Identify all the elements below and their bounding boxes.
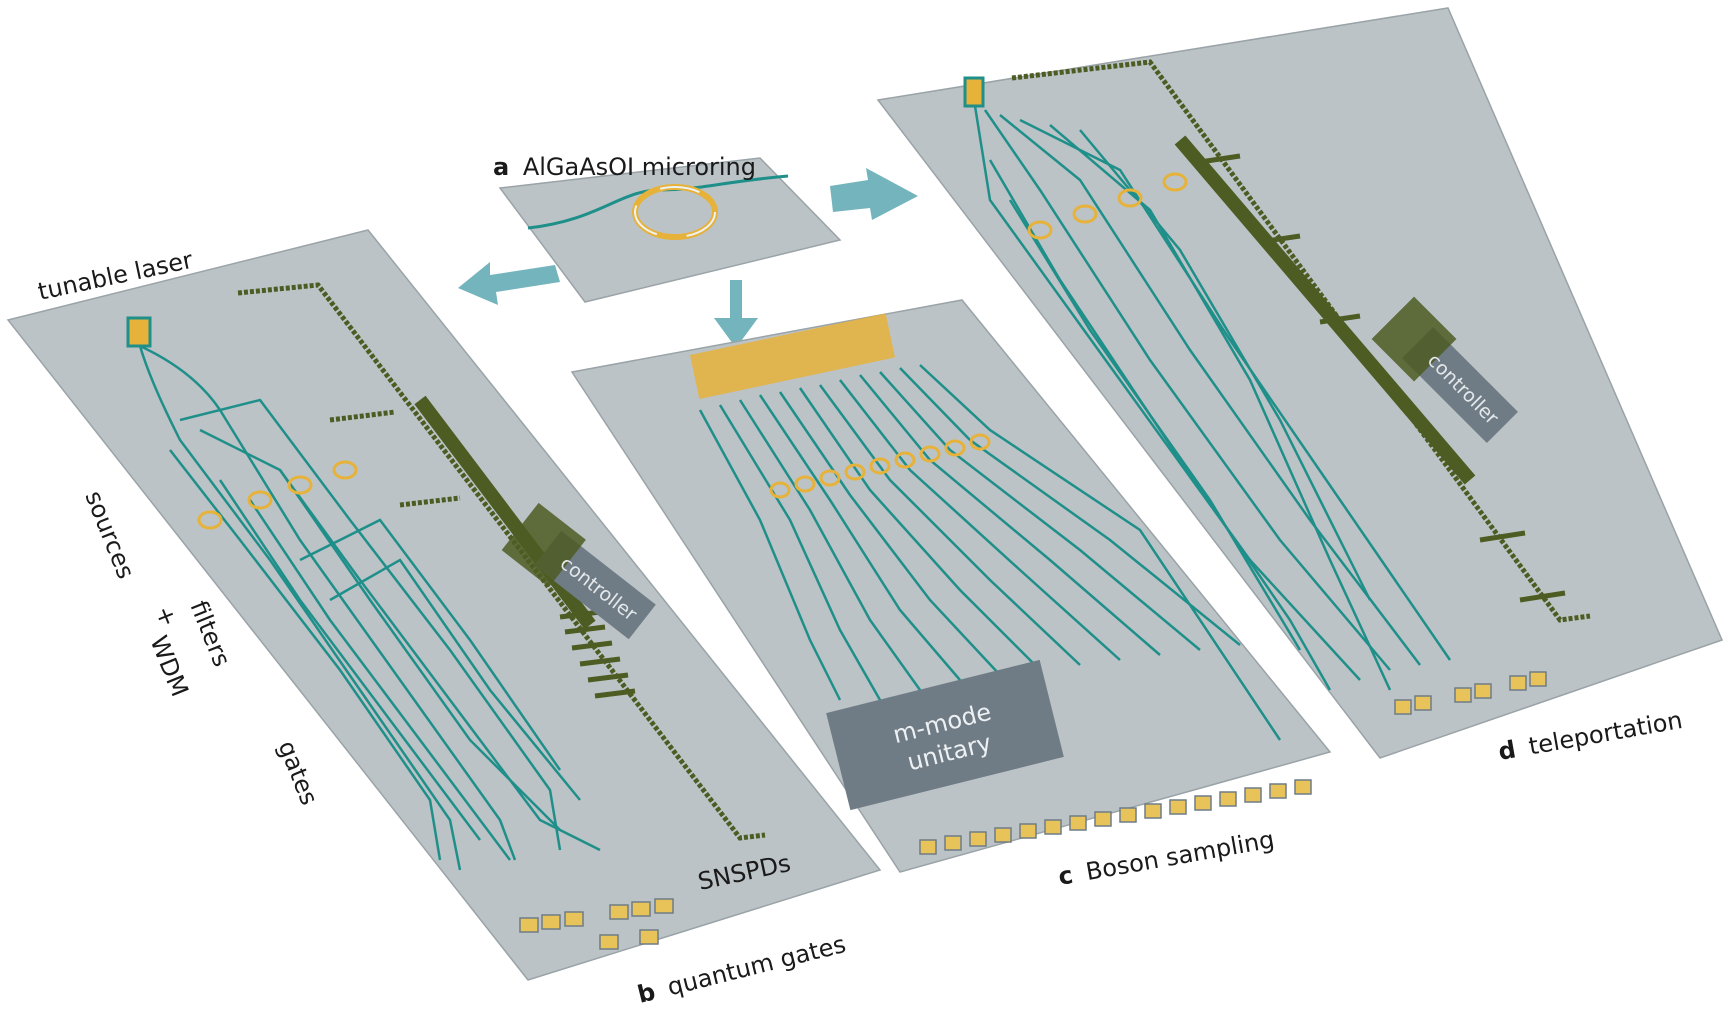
panel-c-caption: c Boson sampling	[1056, 825, 1276, 891]
panel-b-snspds	[519, 898, 674, 950]
microring-highlight	[634, 186, 716, 238]
panel-c-waveguides	[698, 364, 1282, 741]
panel-d-waveguides	[973, 105, 1452, 691]
panel-b-caption: b quantum gates	[635, 930, 849, 1009]
arrow-down	[714, 280, 758, 348]
panel-b-waveguides	[138, 344, 601, 871]
panel-b-rings	[197, 460, 358, 530]
panel-b-quantum-gates: controller	[6, 229, 882, 1009]
label-wdm: WDM	[144, 632, 194, 701]
label-plus: +	[149, 602, 182, 631]
label-gates: gates	[272, 737, 323, 809]
tunable-laser-chip	[126, 316, 152, 348]
label-filters: filters	[184, 597, 236, 671]
m-mode-unitary-chip: m-mode unitary	[826, 659, 1064, 811]
arrow-left	[458, 262, 560, 305]
panel-d-snspds	[1394, 671, 1547, 715]
arrow-right	[830, 168, 918, 220]
panel-d-teleportation: controller d teleportation	[876, 7, 1724, 766]
label-sources: sources	[79, 487, 140, 583]
panel-d-caption: d teleportation	[1496, 706, 1684, 766]
panel-d-rings	[1027, 172, 1188, 240]
panel-c-laser-array	[690, 313, 895, 400]
panel-c-slab	[570, 299, 1332, 873]
panel-c-snspds	[919, 779, 1312, 855]
flow-arrows	[458, 168, 918, 348]
panel-d-laser	[963, 76, 985, 108]
panel-a-caption: a AlGaAsOI microring	[493, 153, 756, 181]
panel-c-rings	[769, 433, 991, 499]
panel-a-slab	[498, 157, 842, 303]
panel-a-microring: a AlGaAsOI microring	[493, 153, 842, 303]
panel-d-control-bus	[1011, 59, 1591, 623]
